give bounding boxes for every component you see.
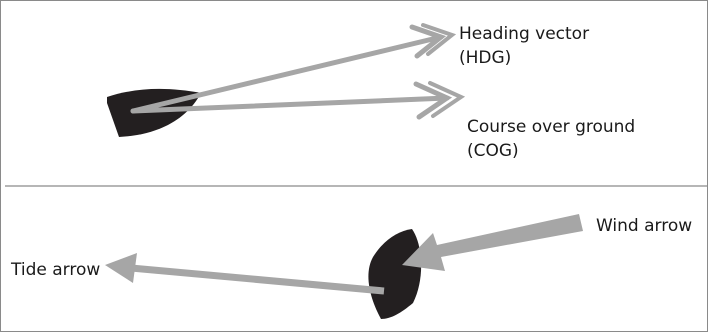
heading-vector-arrow [130,34,444,114]
cog-arrowhead-1 [413,81,453,120]
tide-arrow-shaft [130,264,385,295]
wind-arrow [402,214,583,271]
heading-vector-arrowhead-1 [409,24,447,59]
cog-arrowhead-2 [428,81,466,118]
cog-label-line2: (COG) [467,141,519,161]
top-panel: Heading vector (HDG) Course over ground … [107,23,635,161]
tide-arrow-head [105,253,137,283]
wind-label: Wind arrow [596,216,692,236]
boat-hull-bottom [368,229,422,319]
cog-label-line1: Course over ground [467,117,635,137]
cog-arrow [130,95,450,114]
heading-label-line2: (HDG) [459,48,511,68]
bottom-panel: Wind arrow Tide arrow [10,214,692,319]
tide-label: Tide arrow [10,260,100,280]
heading-label-line1: Heading vector [459,24,589,44]
heading-vector-arrowhead-2 [421,23,457,56]
